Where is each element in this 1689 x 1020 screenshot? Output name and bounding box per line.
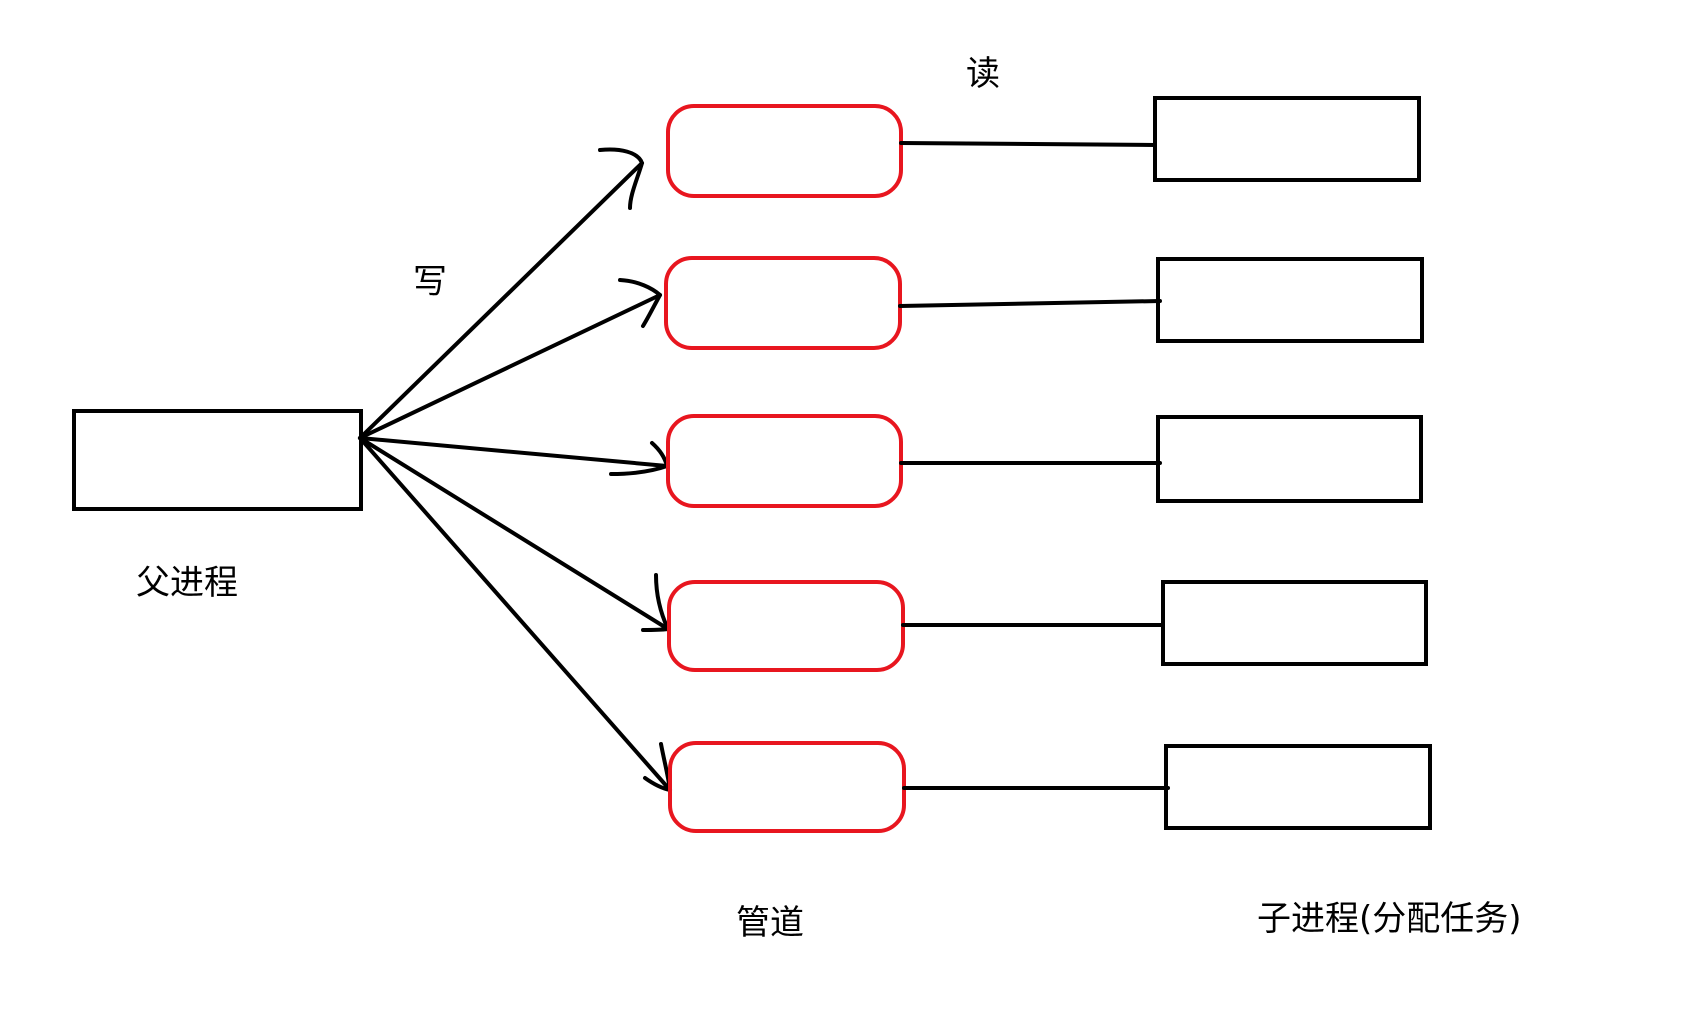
pipe-2 [664,256,902,350]
pipe-5 [668,741,906,833]
child-process-3 [1156,415,1423,503]
write-arrow-1-head [598,147,644,210]
write-label: 写 [413,262,447,302]
write-arrow-3-head [609,441,669,476]
write-arrow-5 [358,436,672,792]
write-arrow-1 [358,161,644,440]
read-label: 读 [966,54,1000,94]
read-line-1 [899,141,1157,147]
write-arrows [358,147,672,792]
child-process-5 [1164,744,1432,830]
pipe-3 [666,414,903,508]
read-lines [898,141,1170,790]
pipe-1 [666,104,903,198]
child-processes [1153,96,1432,830]
pipes [664,104,906,833]
pipe-4 [667,580,905,672]
child-process-1 [1153,96,1421,182]
child-processes-label: 子进程(分配任务) [1257,899,1522,939]
write-arrow-2-head [618,278,662,328]
write-arrow-2 [358,293,662,440]
parent-process-box [72,409,363,511]
parent-process-label: 父进程 [136,563,238,603]
read-line-2 [898,299,1162,308]
child-process-4 [1161,580,1428,666]
write-arrow-3 [358,436,669,468]
write-arrow-4 [358,436,670,631]
pipes-label: 管道 [736,903,804,943]
child-process-2 [1156,257,1424,343]
